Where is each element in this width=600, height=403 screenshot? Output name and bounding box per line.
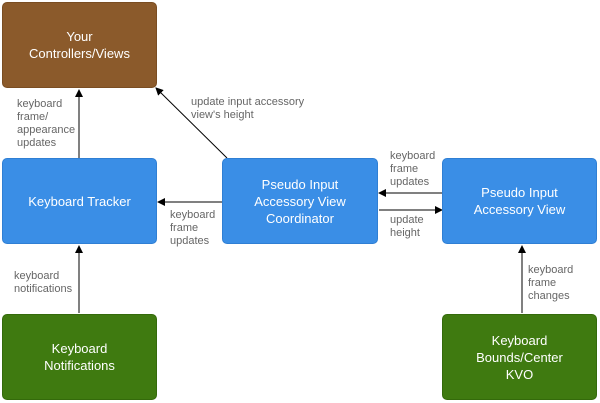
node-pseudo-view-label: Pseudo Input Accessory View <box>473 185 566 217</box>
edge-label-coordinator-to-controllers: update input accessory view's height <box>191 96 305 121</box>
node-kvo-label: Keyboard Bounds/Center KVO <box>476 332 563 382</box>
node-coordinator-label: Pseudo Input Accessory View Coordinator <box>254 176 346 226</box>
node-your-controllers-views: Your Controllers/Views <box>2 2 157 88</box>
node-keyboard-bounds-center-kvo: Keyboard Bounds/Center KVO <box>442 314 597 400</box>
node-keyboard-notifications-label: Keyboard Notifications <box>44 341 115 373</box>
edge-label-coordinator-to-view: update height <box>390 214 424 239</box>
node-your-controllers-views-label: Your Controllers/Views <box>29 29 130 61</box>
edge-label-view-to-coordinator: keyboard frame updates <box>390 150 436 188</box>
edge-label-notifications-to-tracker: keyboard notifications <box>14 270 73 295</box>
edge-label-coordinator-to-tracker: keyboard frame updates <box>170 209 216 247</box>
node-pseudo-input-accessory-view-coordinator: Pseudo Input Accessory View Coordinator <box>222 158 378 244</box>
node-keyboard-notifications: Keyboard Notifications <box>2 314 157 400</box>
edge-label-tracker-to-controllers: keyboard frame/ appearance updates <box>17 98 76 149</box>
edge-label-kvo-to-view: keyboard frame changes <box>528 264 574 302</box>
node-keyboard-tracker-label: Keyboard Tracker <box>28 193 131 209</box>
node-pseudo-input-accessory-view: Pseudo Input Accessory View <box>442 158 597 244</box>
arrow-coordinator-to-controllers <box>155 87 228 159</box>
node-keyboard-tracker: Keyboard Tracker <box>2 158 157 244</box>
